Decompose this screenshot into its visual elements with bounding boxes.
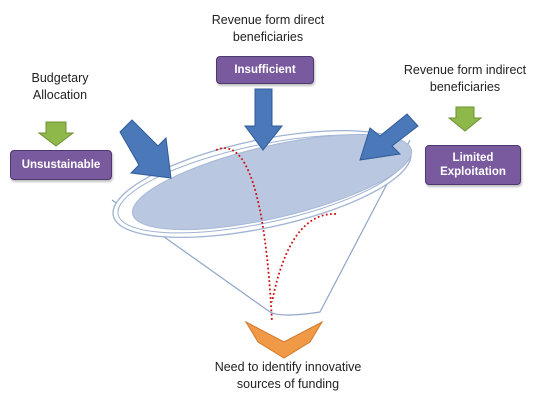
blue-arrow-right: [359, 113, 419, 161]
caption-indirect-revenue: Revenue form indirect beneficiaries: [398, 62, 532, 96]
flow-line-right: [271, 213, 337, 303]
caption-outcome-line-1: Need to identify innovative: [214, 360, 362, 374]
caption-indirect-line-2: beneficiaries: [429, 80, 501, 94]
caption-direct-line-1: Revenue form direct: [211, 13, 325, 27]
funnel-body: [111, 139, 411, 316]
green-arrow-left: [37, 121, 75, 147]
status-limited-line-2: Exploitation: [440, 166, 506, 178]
caption-budgetary-line-1: Budgetary: [31, 71, 89, 85]
status-box-insufficient: Insufficient: [216, 56, 314, 84]
caption-direct-line-2: beneficiaries: [232, 30, 304, 44]
blue-arrow-left: [119, 119, 172, 179]
status-insufficient-text: Insufficient: [234, 64, 296, 76]
status-limited-line-1: Limited: [452, 152, 494, 164]
caption-outcome-line-2: sources of funding: [236, 377, 340, 391]
caption-indirect-line-1: Revenue form indirect: [403, 63, 527, 77]
caption-budgetary-line-2: Allocation: [32, 88, 88, 102]
blue-arrow-center: [244, 88, 284, 151]
green-arrow-right: [447, 106, 483, 132]
caption-budgetary-allocation: Budgetary Allocation: [12, 70, 108, 104]
orange-chevron: [244, 320, 324, 359]
status-box-limited-exploitation: Limited Exploitation: [425, 145, 521, 185]
caption-outcome: Need to identify innovative sources of f…: [188, 359, 388, 393]
status-unsustainable-text: Unsustainable: [21, 159, 101, 171]
caption-direct-revenue: Revenue form direct beneficiaries: [188, 12, 348, 46]
status-box-unsustainable: Unsustainable: [10, 150, 112, 180]
